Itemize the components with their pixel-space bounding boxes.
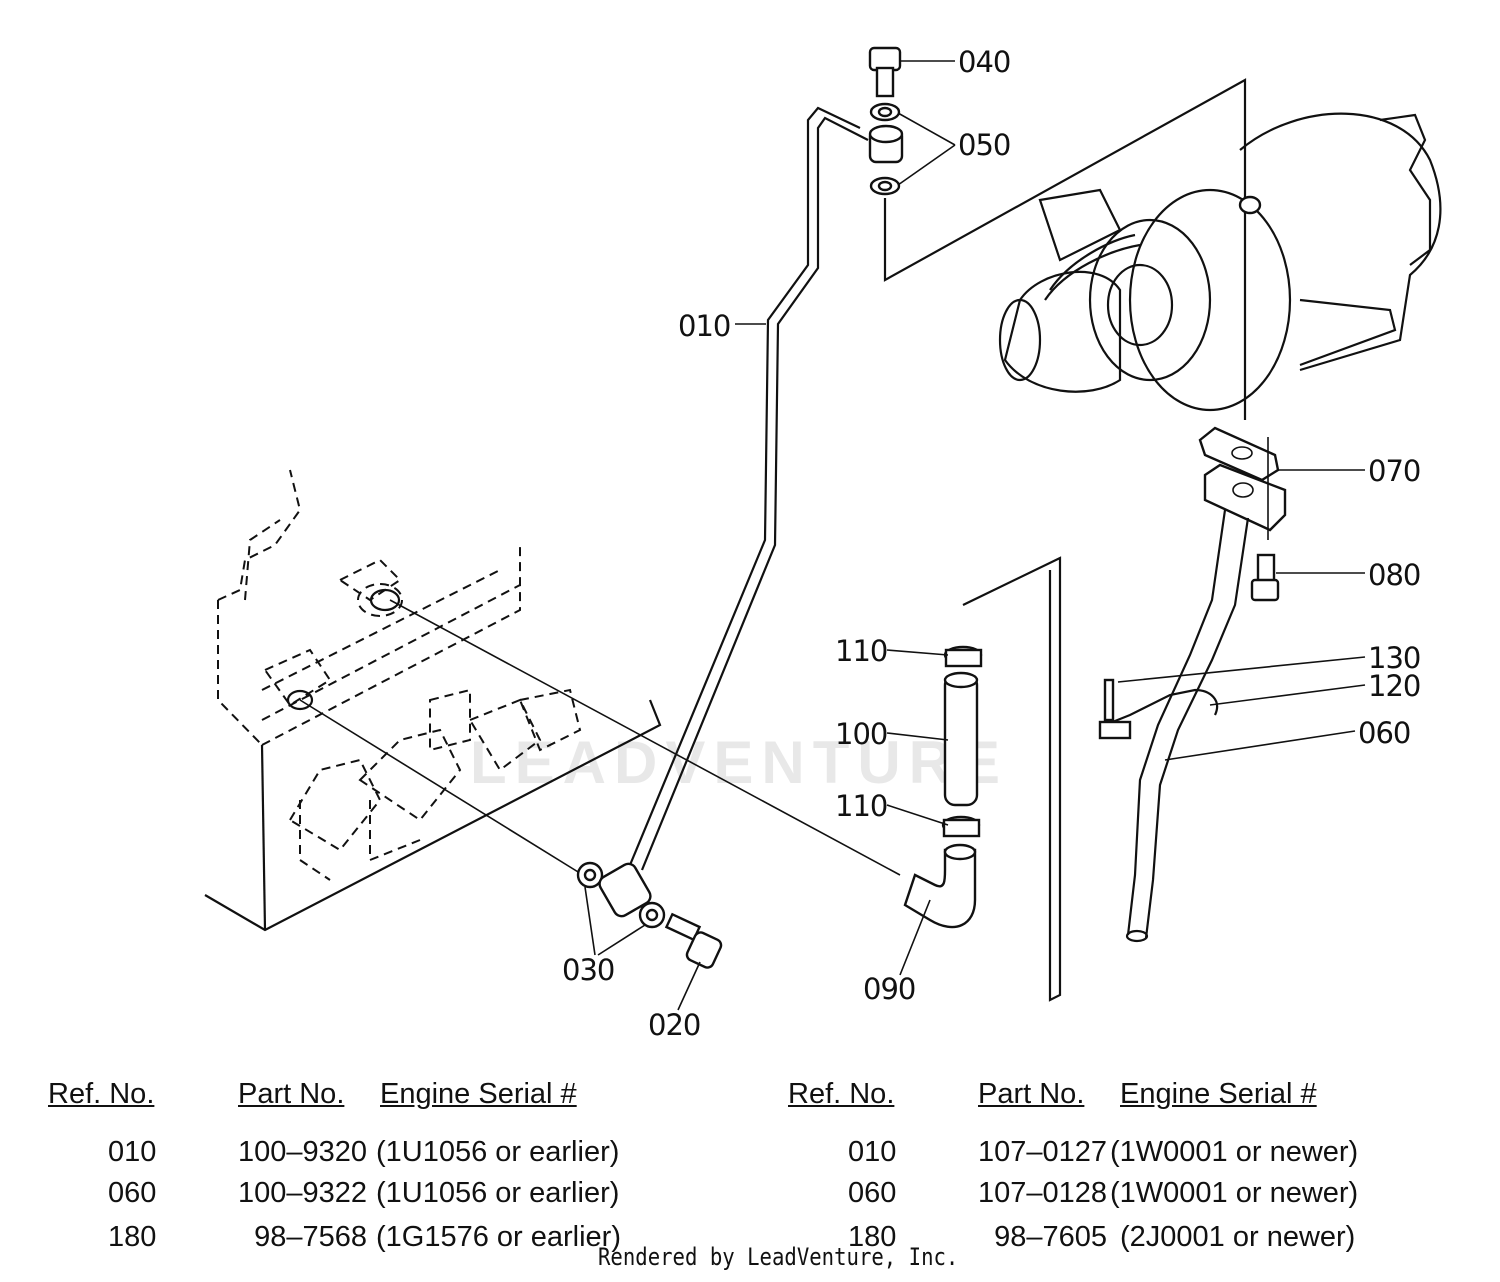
left-row1-serial: (1U1056 or earlier) bbox=[376, 1136, 620, 1168]
callout-070: 070 bbox=[1368, 454, 1420, 488]
callout-080: 080 bbox=[1368, 558, 1420, 592]
callout-120: 120 bbox=[1368, 669, 1420, 703]
callout-130: 130 bbox=[1368, 641, 1420, 675]
right-row2-part: 107–0128 bbox=[977, 1177, 1107, 1209]
callout-030: 030 bbox=[562, 953, 614, 987]
left-row2-ref: 060 bbox=[108, 1177, 157, 1209]
header-ref-no-left: Ref. No. bbox=[48, 1078, 155, 1110]
callout-110-lower: 110 bbox=[835, 789, 887, 823]
footer-credit: Rendered by LeadVenture, Inc. bbox=[598, 1243, 959, 1271]
flange-gasket bbox=[1198, 426, 1287, 602]
right-row2-ref: 060 bbox=[848, 1177, 897, 1209]
left-row1-ref: 010 bbox=[108, 1136, 157, 1168]
turbocharger bbox=[998, 112, 1442, 412]
left-row3-serial: (1G1576 or earlier) bbox=[376, 1221, 621, 1253]
callout-010: 010 bbox=[678, 309, 730, 343]
left-row3-part: 98–7568 bbox=[254, 1221, 367, 1253]
left-row2-serial: (1U1056 or earlier) bbox=[376, 1177, 620, 1209]
callout-110-upper: 110 bbox=[835, 634, 887, 668]
left-row2-part: 100–9322 bbox=[237, 1177, 367, 1209]
callout-040: 040 bbox=[958, 45, 1010, 79]
engine-block bbox=[204, 469, 662, 932]
hose-assembly bbox=[903, 645, 983, 929]
callout-050: 050 bbox=[958, 128, 1010, 162]
header-ref-no-right: Ref. No. bbox=[788, 1078, 895, 1110]
callout-100: 100 bbox=[835, 717, 887, 751]
right-row3-part: 98–7605 bbox=[994, 1221, 1107, 1253]
right-row1-part: 107–0127 bbox=[977, 1136, 1107, 1168]
left-row1-part: 100–9320 bbox=[237, 1136, 367, 1168]
right-row1-serial: (1W0001 or newer) bbox=[1110, 1136, 1359, 1168]
watermark-logo: LEADVENTURE bbox=[470, 729, 1009, 796]
right-row3-serial: (2J0001 or newer) bbox=[1120, 1221, 1356, 1253]
right-row2-serial: (1W0001 or newer) bbox=[1110, 1177, 1359, 1209]
callout-020: 020 bbox=[648, 1008, 700, 1042]
banjo-fitting-top bbox=[868, 46, 904, 196]
header-part-no-right: Part No. bbox=[978, 1078, 1085, 1110]
left-row3-ref: 180 bbox=[108, 1221, 157, 1253]
callout-090: 090 bbox=[863, 972, 915, 1006]
right-row3-ref: 180 bbox=[848, 1221, 897, 1253]
header-engine-serial-left: Engine Serial # bbox=[380, 1078, 577, 1110]
header-part-no-left: Part No. bbox=[238, 1078, 345, 1110]
callout-060: 060 bbox=[1358, 716, 1410, 750]
banjo-fitting-bottom bbox=[576, 861, 723, 969]
right-row1-ref: 010 bbox=[848, 1136, 897, 1168]
header-engine-serial-right: Engine Serial # bbox=[1120, 1078, 1317, 1110]
